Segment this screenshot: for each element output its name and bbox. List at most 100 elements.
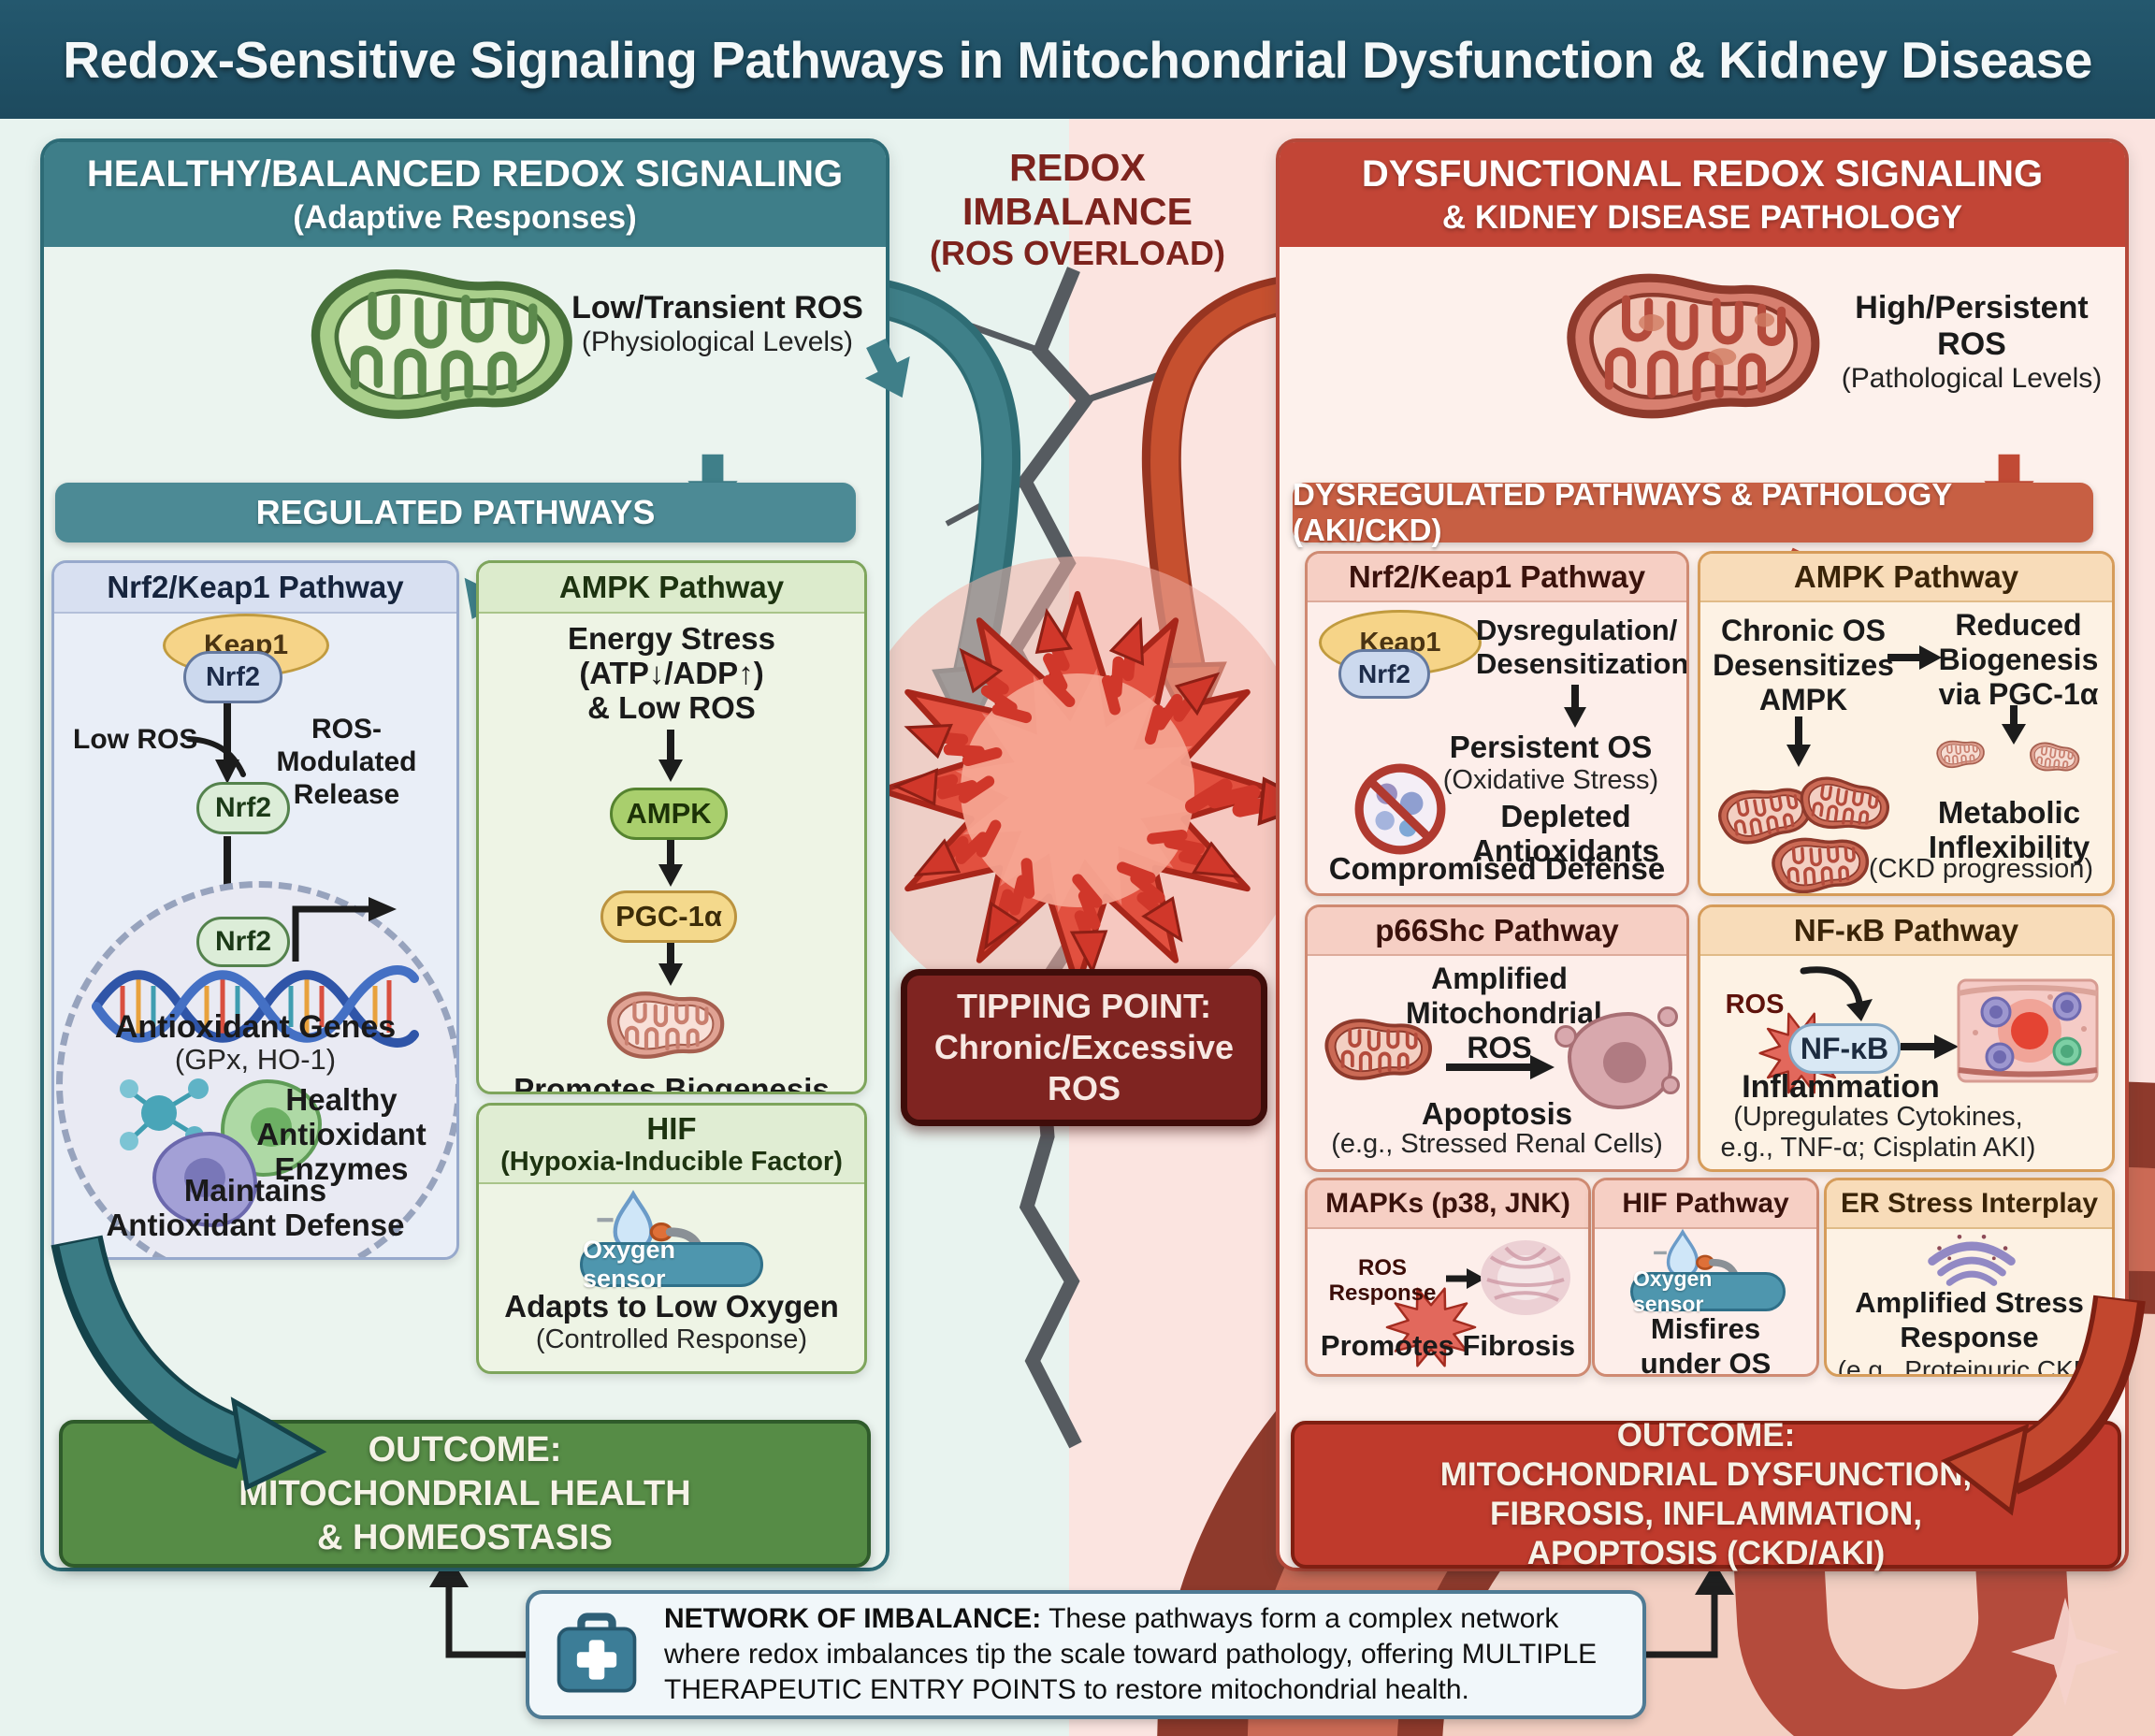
- down-arrow-icon: [1786, 716, 1811, 767]
- dys-ampk-title: AMPK Pathway: [1700, 554, 2112, 602]
- sparkle-icon: [2011, 1598, 2119, 1706]
- antioxidant-genes-sub: (GPx, HO-1): [174, 1043, 337, 1076]
- down-arrow-icon: [215, 703, 239, 784]
- dysfunctional-panel: DYSFUNCTIONAL REDOX SIGNALING & KIDNEY D…: [1276, 138, 2155, 1571]
- dysregulation-label: Dysregulation/Desensitization: [1476, 614, 1689, 680]
- ampk-node: AMPK: [610, 788, 728, 840]
- tipping-point-box: TIPPING POINT: Chronic/Excessive ROS: [901, 969, 1267, 1126]
- nrf2-released-node: Nrf2: [196, 782, 290, 834]
- maintains-defense-label: Maintains Antioxidant Defense: [106, 1173, 405, 1242]
- dys-nrf2-title: Nrf2/Keap1 Pathway: [1308, 554, 1686, 602]
- low-ros-label: Low/Transient ROS (Physiological Levels): [571, 290, 863, 357]
- regulated-pathways-bar: REGULATED PATHWAYS: [55, 483, 856, 542]
- dysfunctional-panel-header: DYSFUNCTIONAL REDOX SIGNALING & KIDNEY D…: [1280, 142, 2125, 247]
- down-arrows-icon: [449, 332, 925, 630]
- hif-pathway-box: HIF Pathway Oxygen sensor Misfires under…: [1592, 1178, 1819, 1377]
- energy-stress-label: Energy Stress (ATP↓/ADP↑) & Low ROS: [568, 621, 775, 725]
- nfkb-title: NF-κB Pathway: [1700, 907, 2112, 956]
- hif-pathway-title: HIF Pathway: [1595, 1180, 1816, 1229]
- antioxidant-genes-label: Antioxidant Genes: [114, 1009, 397, 1045]
- healthy-panel-header: HEALTHY/BALANCED REDOX SIGNALING (Adapti…: [44, 142, 886, 247]
- metabolic-inflexibility-label: Metabolic Inflexibility: [1928, 795, 2090, 864]
- dys-nrf2-box: Nrf2/Keap1 Pathway Keap1 Nrf2 Dysregulat…: [1305, 551, 1689, 896]
- network-imbalance-note: NETWORK OF IMBALANCE: These pathways for…: [526, 1590, 1646, 1719]
- persistent-os-label: Persistent OS (Oxidative Stress): [1442, 730, 1659, 795]
- depleted-label: Depleted Antioxidants: [1472, 799, 1659, 868]
- tissue-icon: [1957, 978, 2099, 1083]
- down-arrow-icon: [1564, 685, 1586, 728]
- nrf2-node: Nrf2: [1338, 649, 1430, 699]
- er-icon: [1928, 1234, 2016, 1286]
- apoptotic-cell-icon: [1555, 1006, 1680, 1109]
- nrf2-node: Nrf2: [183, 651, 282, 703]
- er-stress-title: ER Stress Interplay: [1827, 1180, 2112, 1229]
- apoptosis-label: Apoptosis: [1421, 1096, 1573, 1131]
- explosion-icon: [844, 557, 2155, 1736]
- right-arrow-icon: [1446, 1055, 1555, 1079]
- down-arrows-icon: [1753, 344, 2155, 618]
- inflammation-sub: (Upregulates Cytokines,e.g., TNF-α; Cisp…: [1720, 1102, 2036, 1163]
- er-stress-box: ER Stress Interplay Amplified Stress Res…: [1824, 1178, 2115, 1377]
- ckd-progression-label: (CKD progression): [1868, 854, 2094, 884]
- molecule-icon: [120, 1078, 209, 1150]
- nrf2-box-title: Nrf2/Keap1 Pathway: [54, 563, 456, 614]
- compromised-label: Compromised Defense: [1328, 851, 1666, 886]
- healthy-enzymes-label: Healthy Antioxidant Enzymes: [256, 1082, 427, 1186]
- promotes-biogenesis-label: Promotes Biogenesis & Protective Autopha…: [513, 1072, 830, 1094]
- down-arrow-icon: [658, 840, 683, 887]
- healthy-outcome: OUTCOME: MITOCHONDRIAL HEALTH & HOMEOSTA…: [59, 1420, 871, 1568]
- nrf2-nuclear-node: Nrf2: [196, 917, 290, 967]
- hif-box-title: HIF (Hypoxia-Inducible Factor): [479, 1106, 864, 1184]
- cell-icon: [221, 1079, 322, 1177]
- p66shc-title: p66Shc Pathway: [1308, 907, 1686, 956]
- down-arrow-icon: [658, 730, 683, 782]
- redox-imbalance-label: REDOX IMBALANCE (ROS OVERLOAD): [929, 146, 1225, 272]
- ampk-box: AMPK Pathway Energy Stress (ATP↓/ADP↑) &…: [476, 560, 867, 1094]
- hif-box: HIF (Hypoxia-Inducible Factor) Oxygen se…: [476, 1103, 867, 1374]
- ampk-box-title: AMPK Pathway: [479, 563, 864, 614]
- mitochondrion-icon: [296, 253, 588, 436]
- mitochondrion-icon: [1324, 1019, 1432, 1080]
- right-arrow-icon: [1901, 1034, 1959, 1059]
- amplified-stress-label: Amplified Stress Response (e.g., Protein…: [1837, 1286, 2102, 1377]
- transcription-arrow-icon: [292, 897, 397, 962]
- right-arrow-icon: [1887, 645, 1942, 670]
- mitochondrion-icon: [1553, 253, 1835, 440]
- reduced-biogenesis-label: Reduced Biogenesis via PGC-1α: [1938, 608, 2099, 711]
- cell-icon: [152, 1132, 257, 1227]
- amplified-ros-label: Amplified Mitochondrial ROS: [1406, 962, 1602, 1064]
- ros-burst-label: ROS: [1725, 990, 1785, 1020]
- high-ros-label: High/Persistent ROS (Pathological Levels…: [1841, 290, 2103, 394]
- inflammation-label: Inflammation: [1742, 1069, 1940, 1105]
- healthy-header-line1: HEALTHY/BALANCED REDOX SIGNALING: [86, 152, 844, 195]
- note-text: NETWORK OF IMBALANCE: These pathways for…: [664, 1603, 1598, 1705]
- no-antioxidants-icon: [1354, 763, 1446, 855]
- healthy-header-line2: (Adaptive Responses): [293, 198, 637, 236]
- oxygen-sensor-pill: Oxygen sensor: [580, 1236, 763, 1293]
- p66shc-box: p66Shc Pathway Amplified Mitochondrial R…: [1305, 904, 1689, 1172]
- mitochondria-pair-icon: [1934, 737, 2082, 776]
- down-arrow-icon: [2002, 705, 2026, 745]
- nrf2-keap1-box: Nrf2/Keap1 Pathway Keap1 Nrf2 Low ROS RO…: [51, 560, 459, 1260]
- right-arrow-icon: [1446, 1268, 1485, 1289]
- promotes-fibrosis-label: Promotes Fibrosis: [1320, 1329, 1576, 1362]
- adapts-label: Adapts to Low Oxygen (Controlled Respons…: [504, 1289, 839, 1354]
- curve-arrow-icon: [1800, 966, 1873, 1021]
- dys-header-line1: DYSFUNCTIONAL REDOX SIGNALING: [1361, 152, 2044, 195]
- oxygen-sensor-pill: Oxygen sensor: [1630, 1266, 1786, 1316]
- healthy-panel: HEALTHY/BALANCED REDOX SIGNALING (Adapti…: [40, 138, 925, 1571]
- dys-ampk-box: AMPK Pathway Chronic OS Desensitizes AMP…: [1698, 551, 2115, 896]
- down-arrow-icon: [658, 943, 683, 986]
- nfkb-node: NF-κB: [1788, 1023, 1901, 1074]
- apoptosis-sub: (e.g., Stressed Renal Cells): [1331, 1129, 1663, 1159]
- low-ros-trigger: Low ROS: [73, 724, 198, 755]
- fibrosis-icon: [1481, 1240, 1570, 1315]
- pgc1a-node: PGC-1α: [600, 890, 737, 943]
- nfkb-box: NF-κB Pathway ROS NF-κB: [1698, 904, 2115, 1172]
- title-bar: Redox-Sensitive Signaling Pathways in Mi…: [0, 0, 2155, 119]
- chronic-os-label: Chronic OS Desensitizes AMPK: [1713, 614, 1894, 716]
